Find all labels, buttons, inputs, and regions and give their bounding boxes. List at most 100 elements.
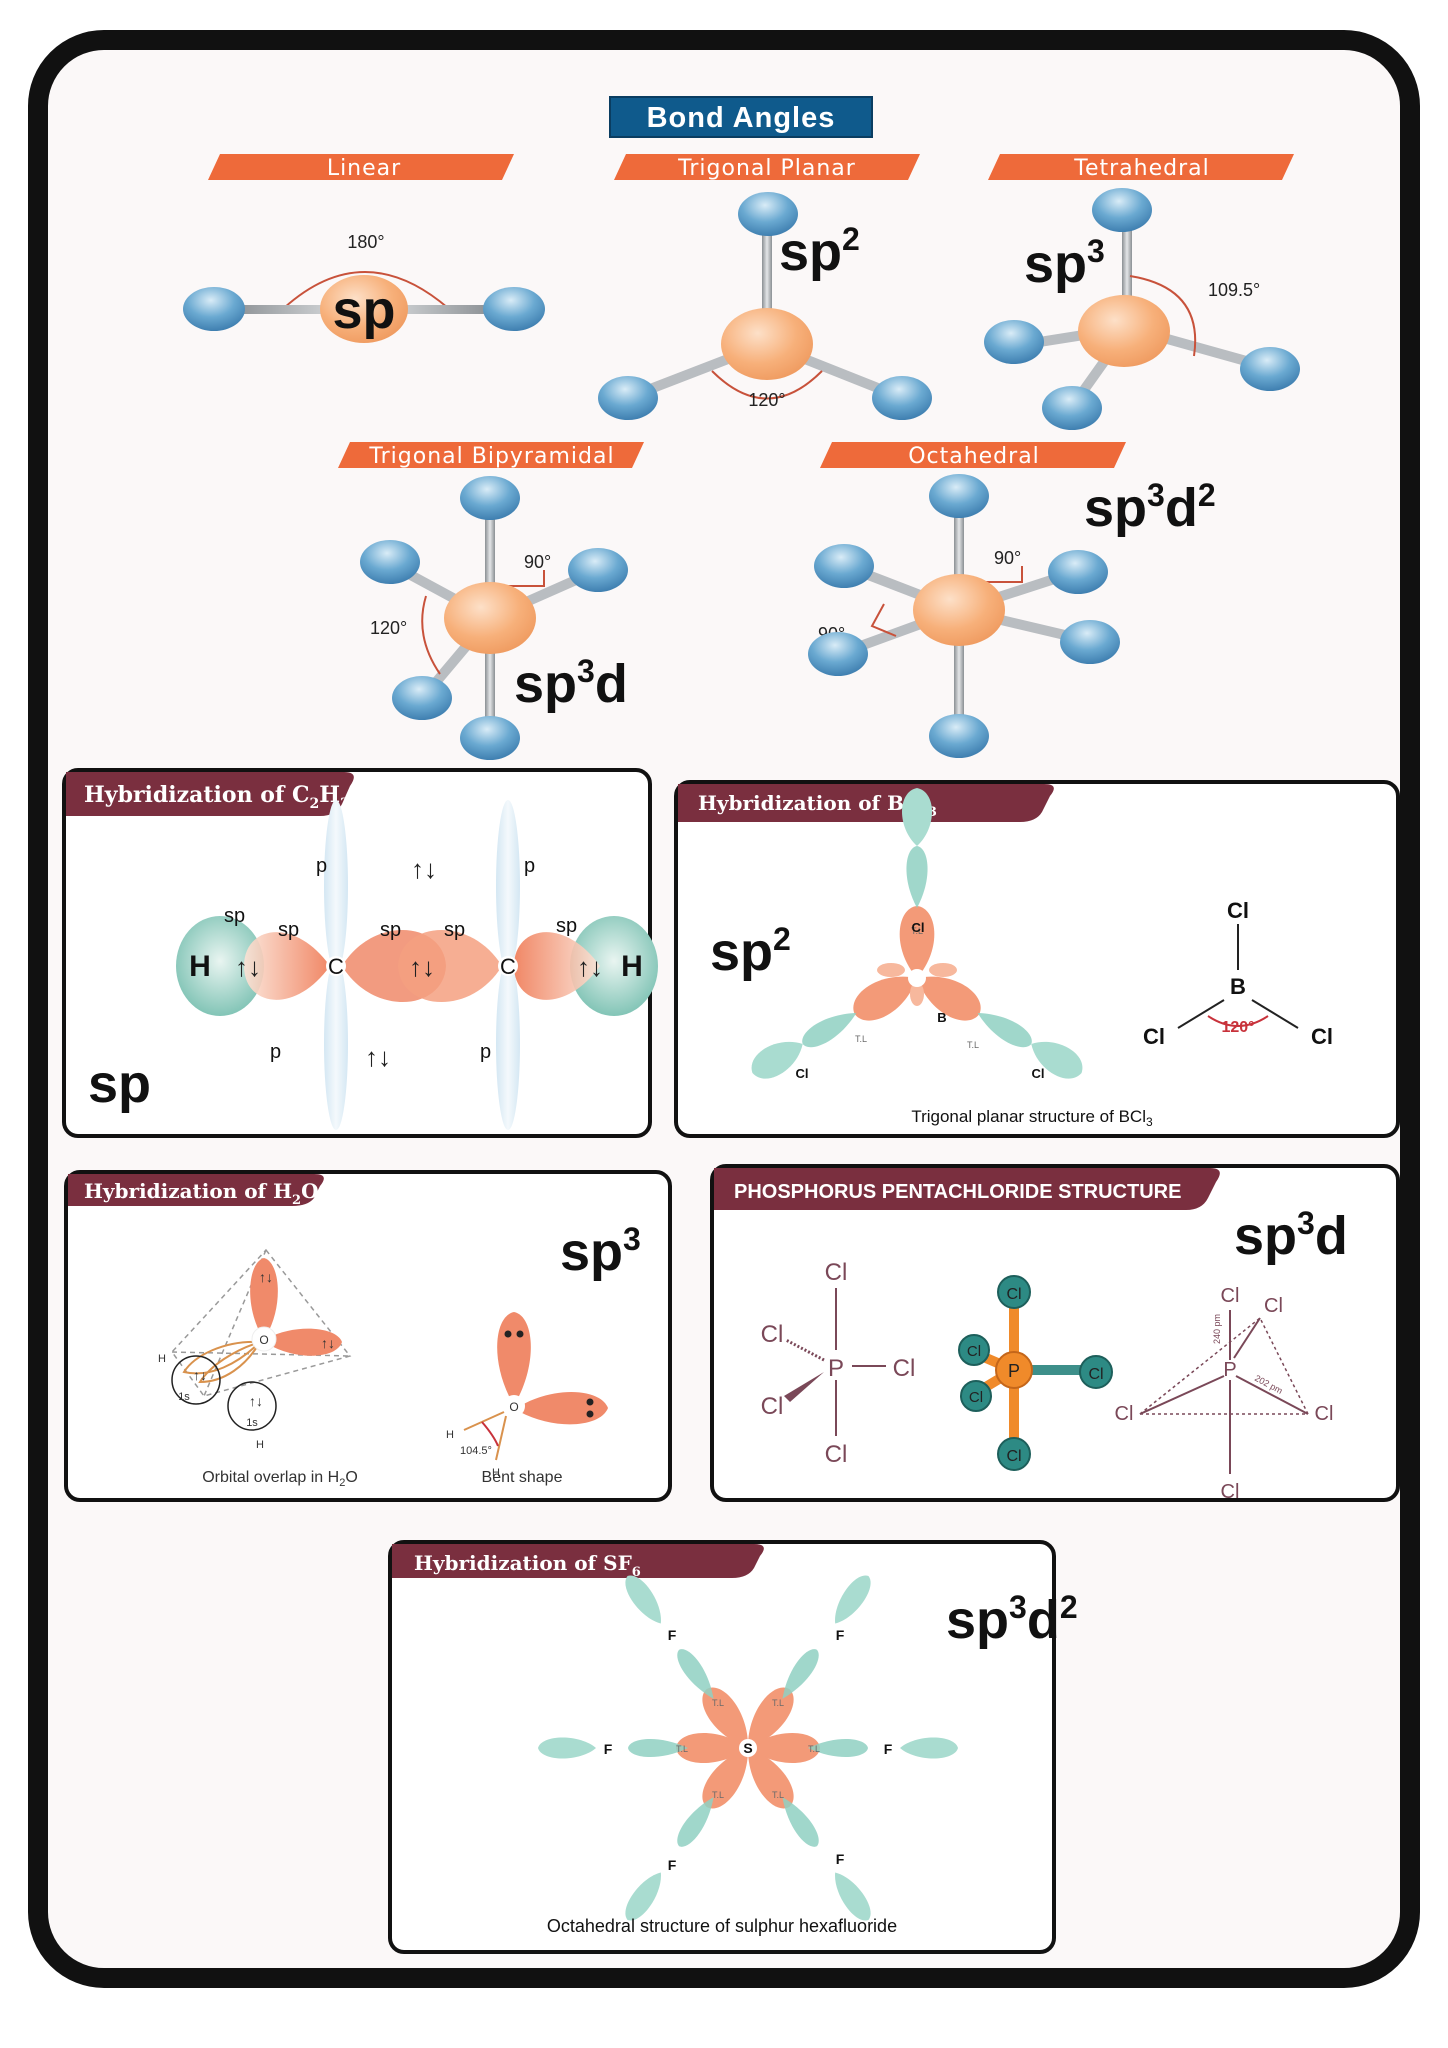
- linear-hybrid: sp: [332, 280, 395, 340]
- hydrogen-label: H: [158, 1353, 166, 1365]
- tl-label: T.L: [676, 1744, 688, 1754]
- outer-atom: [808, 632, 868, 676]
- central-atom: [444, 582, 536, 654]
- sp2-lobe: [899, 906, 935, 978]
- electron-pair: ↑↓: [365, 1042, 391, 1072]
- bcl3-angle: 120°: [1221, 1019, 1254, 1036]
- hydrogen-label: H: [492, 1467, 500, 1479]
- c2h2-hybrid: sp: [88, 1054, 151, 1114]
- sp3-lobe: [182, 1340, 263, 1375]
- panel-header: [392, 1544, 764, 1578]
- tetrahedral-angle: 109.5°: [1208, 280, 1260, 300]
- outer-atom: [598, 376, 658, 420]
- chlorine-atom: [958, 1334, 990, 1366]
- pcl5-hybrid: sp3d: [1234, 1205, 1348, 1266]
- oxygen-nucleus: [251, 1326, 277, 1352]
- tl-label: T.L: [911, 926, 923, 936]
- p-label: p: [480, 1041, 491, 1063]
- trigonal-planar-banner: [614, 154, 920, 180]
- outer-atom: [568, 548, 628, 592]
- sf6-hybrid: sp3d2: [946, 1589, 1078, 1650]
- pcl5-title: PHOSPHORUS PENTACHLORIDE STRUCTURE: [734, 1181, 1181, 1203]
- h2o-caption-1: Orbital overlap in H2O: [202, 1469, 358, 1489]
- trigonal-planar-hybrid: sp2: [779, 221, 860, 282]
- cl-orbital: [902, 788, 932, 846]
- electron-pair: ↑↓: [411, 854, 437, 884]
- c2h2-panel: Hybridization of C2H2 C C H H ↑↓ ↑↓ ↑↓ ↑…: [62, 768, 658, 1138]
- octahedral-label: Octahedral: [908, 444, 1040, 469]
- cl-orbital: [977, 1013, 1032, 1048]
- sp2-lobe: [853, 976, 917, 1021]
- bond-angles-poster: Bond Angles Linear 180° sp Trigonal Plan…: [28, 30, 1420, 1988]
- tl-label: T.L: [808, 1744, 820, 1754]
- h-1s-orbital: [227, 1381, 277, 1431]
- cl-label: Cl: [912, 920, 925, 935]
- central-atom: [721, 308, 813, 380]
- cl-label: Cl: [1311, 1024, 1333, 1049]
- panel-header: [66, 772, 354, 816]
- bond-line: [1177, 999, 1225, 1029]
- octahedral-banner: [820, 442, 1126, 468]
- sulfur-nucleus: [739, 1739, 757, 1757]
- electron-pair: ↑↓: [193, 1367, 207, 1383]
- tetrahedral-hybrid: sp3: [1024, 233, 1105, 294]
- f-label: F: [668, 1627, 677, 1643]
- carbon-label: C: [500, 954, 516, 979]
- cl-orbital: [802, 1013, 857, 1048]
- pcl5-ball-model: P Cl Cl Cl Cl Cl: [958, 1275, 1113, 1471]
- cl-label: Cl: [1221, 1285, 1240, 1307]
- cl-label: Cl: [796, 1066, 809, 1081]
- sp-lobe: [514, 932, 600, 1000]
- bond-line: [1235, 1375, 1309, 1415]
- tetrahedron-outline: [171, 1248, 352, 1397]
- trigonal-planar-label: Trigonal Planar: [677, 156, 856, 181]
- outer-atom: [460, 716, 520, 760]
- pcl5-panel: PHOSPHORUS PENTACHLORIDE STRUCTURE sp3d …: [710, 1164, 1400, 1503]
- h2o-panel: Hybridization of H2O sp3 O ↑↓ ↑↓ ↑↓ ↑↓ 1…: [64, 1170, 672, 1502]
- p-label: p: [524, 855, 535, 877]
- f-label: F: [836, 1851, 845, 1867]
- trigonal-bipyramidal-hybrid: sp3d: [514, 653, 628, 714]
- hydrogen-label: H: [446, 1429, 454, 1441]
- chlorine-atom: [960, 1380, 992, 1412]
- panel-frame: [64, 1170, 672, 1502]
- cl-label: Cl: [1115, 1403, 1134, 1425]
- f-label: F: [604, 1741, 613, 1757]
- bcl3-orbital-diagram: T.L T.L T.L: [751, 788, 1083, 1079]
- sp3-lobe: [250, 1258, 278, 1336]
- sf6-panel: Hybridization of SF6 sp3d2: [388, 1540, 1078, 1954]
- cl-label: Cl: [893, 1355, 916, 1382]
- lone-pair-dot: [586, 1410, 594, 1418]
- tetrahedral-label: Tetrahedral: [1073, 156, 1209, 181]
- lone-pair-lobe: [520, 1391, 608, 1425]
- sp-lobe: [398, 929, 502, 1003]
- 1s-label: 1s: [178, 1391, 190, 1403]
- p-label: P: [828, 1355, 844, 1382]
- right-angle-mark: [496, 570, 545, 587]
- angle-arc: [1129, 275, 1197, 357]
- outer-atom: [183, 287, 245, 331]
- phosphorus-atom: [995, 1351, 1033, 1389]
- outer-atom: [483, 287, 545, 331]
- hydrogen-label: H: [256, 1439, 264, 1451]
- oh-bond: [495, 1415, 507, 1461]
- 1s-label: 1s: [246, 1417, 258, 1429]
- chlorine-atom: [997, 1437, 1031, 1471]
- panel-header: [714, 1168, 1220, 1210]
- cl-label: Cl: [1143, 1024, 1165, 1049]
- cl-label: Cl: [825, 1441, 848, 1468]
- f-label: F: [668, 1857, 677, 1873]
- boron-label: B: [937, 1010, 946, 1025]
- sp3d2-lobe: [748, 1733, 820, 1763]
- trigonal-planar-geometry: Trigonal Planar 120° sp2: [598, 154, 932, 420]
- sp3d2-lobe: [702, 1748, 749, 1809]
- cl-orbital: [751, 1041, 803, 1079]
- pcl5-structural-formula: Cl P Cl Cl Cl Cl: [761, 1259, 916, 1468]
- sp3d2-lobe: [747, 1748, 794, 1809]
- tl-label: T.L: [712, 1790, 724, 1800]
- sf6-title: Hybridization of SF6: [414, 1551, 641, 1580]
- poster: Bond Angles Linear 180° sp Trigonal Plan…: [24, 26, 1424, 1992]
- f-orbital: [628, 1738, 688, 1758]
- angle-arc: [1207, 1015, 1269, 1027]
- carbon-label: C: [328, 954, 344, 979]
